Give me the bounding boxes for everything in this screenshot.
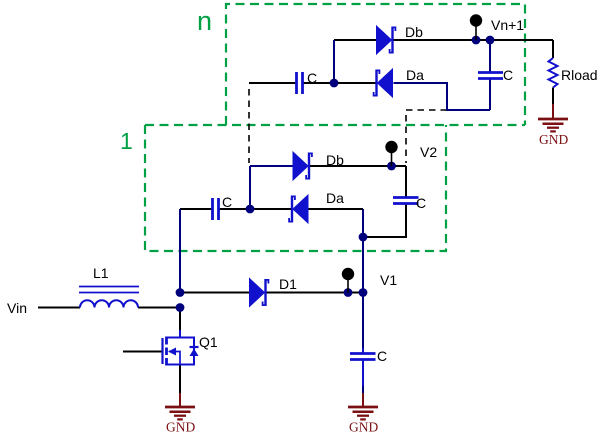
svg-text:Vn+1: Vn+1: [491, 17, 524, 33]
svg-text:Db: Db: [326, 152, 344, 168]
svg-text:C: C: [503, 67, 513, 83]
svg-text:Q1: Q1: [199, 334, 218, 350]
svg-text:1: 1: [120, 128, 133, 154]
svg-text:Rload: Rload: [561, 67, 598, 83]
svg-text:C: C: [222, 194, 232, 210]
svg-text:GND: GND: [166, 420, 195, 435]
svg-text:C: C: [377, 348, 387, 364]
svg-text:Da: Da: [406, 67, 424, 83]
svg-text:Da: Da: [326, 190, 344, 206]
svg-text:n: n: [197, 6, 212, 36]
svg-text:Vin: Vin: [7, 300, 27, 316]
svg-text:D1: D1: [279, 276, 297, 292]
svg-text:Db: Db: [405, 24, 423, 40]
svg-text:C: C: [416, 195, 426, 211]
svg-text:V1: V1: [380, 272, 397, 288]
svg-text:GND: GND: [349, 420, 378, 435]
svg-text:GND: GND: [539, 132, 568, 147]
svg-text:L1: L1: [93, 265, 109, 281]
svg-text:C: C: [307, 70, 317, 86]
svg-text:V2: V2: [420, 144, 437, 160]
